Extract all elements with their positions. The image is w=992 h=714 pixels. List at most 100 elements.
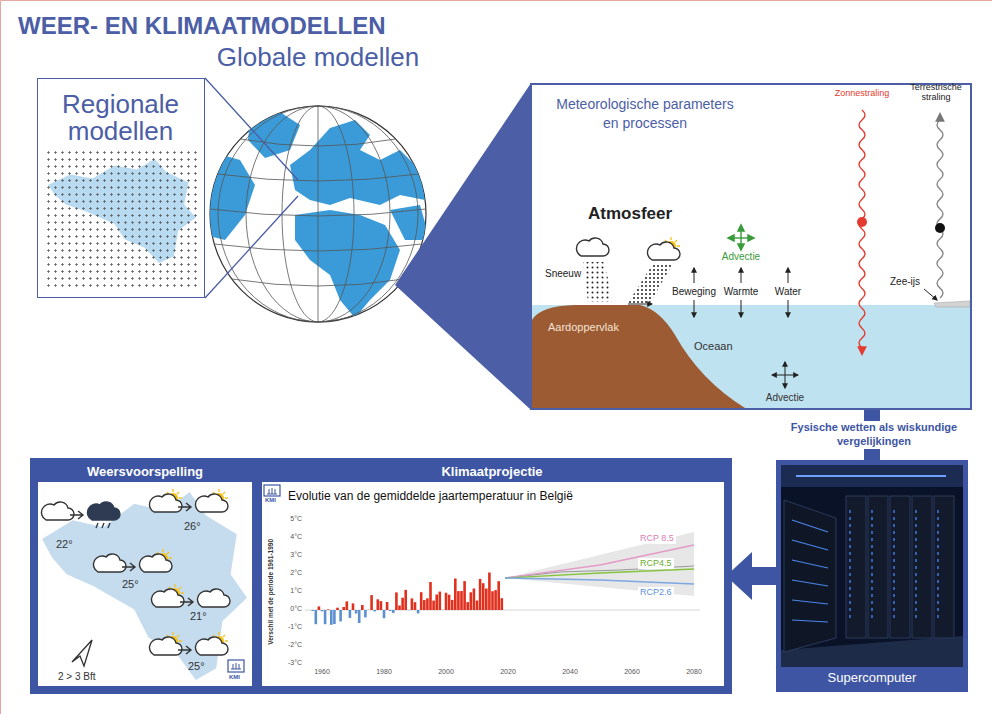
node-heading: Supercomputer (776, 670, 968, 686)
forecast-map (122, 563, 135, 571)
temperature-bar (315, 610, 318, 624)
zoom-funnel (395, 83, 531, 410)
region-box: Regionale modellen (37, 78, 205, 298)
globe-drawing (214, 244, 421, 251)
temperature-bar (417, 610, 420, 613)
temperature-bar (482, 583, 485, 610)
computer-photo (912, 496, 932, 638)
temperature-bar (339, 610, 342, 621)
process-label: Beweging (671, 286, 717, 298)
process-illustration (728, 225, 754, 250)
process-illustration (788, 268, 789, 283)
process-illustration (728, 237, 741, 238)
temperature-bar (355, 610, 358, 614)
temperature-chart (505, 578, 694, 584)
temperature-bar (324, 610, 327, 624)
temperature-bar (494, 590, 497, 610)
process-illustration (785, 375, 786, 388)
globe-drawing (205, 112, 430, 318)
globe-drawing (390, 205, 430, 240)
temperature-bar (460, 591, 463, 610)
node-heading: Regionale modellen (38, 91, 203, 146)
temperature-bar (395, 592, 398, 610)
projection-panel: KlimaatprojectieEvolutie van de gemiddel… (258, 462, 726, 686)
forecast-map (198, 589, 231, 607)
process-illustration (741, 237, 754, 238)
axis-tick: 2080 (682, 668, 706, 676)
globe-drawing (210, 209, 426, 216)
computer-photo (934, 496, 954, 638)
process-label: Sneeuw (545, 268, 581, 280)
output-frame (30, 458, 732, 694)
axis-tick: -2°C (280, 641, 302, 649)
computer-photo (781, 465, 963, 487)
temperature-bar (398, 606, 401, 611)
forecast-map (196, 489, 229, 512)
temperature-label: 22° (56, 538, 73, 551)
temperature-bar (473, 589, 476, 611)
process-illustration (628, 268, 937, 388)
connector (395, 83, 531, 410)
radiation-label: Terrestrische straling (905, 82, 967, 103)
connector (205, 78, 298, 298)
process-illustration (740, 225, 741, 238)
globe-drawing (218, 106, 418, 322)
radiation-wave (937, 114, 943, 298)
process-illustration (741, 300, 742, 317)
globe-drawing (210, 106, 426, 322)
process-illustration (577, 238, 610, 256)
node-heading: Meteorologische parameters en processen (550, 95, 740, 133)
temperature-bar (420, 592, 423, 610)
temperature-bar (321, 610, 324, 611)
process-illustration (772, 375, 785, 376)
temperature-bar (386, 602, 389, 610)
edge-label: Fysische wetten als wiskundige vergelijk… (770, 421, 979, 449)
forecast-map (178, 503, 191, 511)
process-illustration (741, 268, 742, 283)
forecast-map (152, 584, 185, 607)
process-illustration (628, 265, 672, 303)
axis-tick: 2020 (496, 668, 520, 676)
process-label: Advectie (720, 251, 762, 263)
region-label: Atmosfeer (588, 204, 672, 224)
temperature-bar (404, 590, 407, 610)
temperature-bar (442, 609, 445, 610)
computer-photo (776, 460, 968, 692)
axis-title: Verschil met de periode 1961-1990 (267, 522, 275, 662)
computer-photo (850, 510, 938, 620)
radiation-label: Zonnestraling (831, 88, 893, 99)
temperature-bar (463, 581, 466, 610)
temperature-bar (327, 609, 330, 611)
forecast-map (42, 502, 75, 520)
globe-drawing (295, 210, 400, 318)
temperature-bar (426, 598, 429, 610)
temperature-bar (352, 603, 355, 610)
temperature-bar (380, 601, 383, 610)
temperature-bar (373, 610, 376, 611)
temperature-bar (383, 610, 386, 618)
temperature-label: 26° (184, 520, 201, 533)
scenario-label: RCP2.6 (638, 587, 674, 598)
arrow-head (726, 552, 752, 600)
globe-drawing (248, 112, 300, 158)
process-illustration (694, 268, 695, 283)
globe-drawing (290, 120, 425, 205)
temperature-bar (349, 610, 352, 618)
wind-label: 2 > 3 Bft (58, 671, 96, 683)
forecast-map (180, 598, 193, 606)
radiation-wave (859, 110, 865, 354)
temperature-bar (408, 610, 411, 611)
forecast-map (70, 511, 83, 519)
temperature-bar (466, 602, 469, 610)
globe-drawing (205, 106, 430, 322)
process-label: Advectie (765, 392, 805, 404)
process-illustration (648, 237, 681, 260)
temperature-bar (445, 593, 448, 610)
globe-drawing (246, 106, 390, 322)
forecast-map (150, 489, 183, 512)
zoom-lines (205, 78, 298, 298)
temperature-bar (485, 589, 488, 611)
globe-drawing (318, 106, 319, 322)
process-illustration (935, 223, 945, 233)
